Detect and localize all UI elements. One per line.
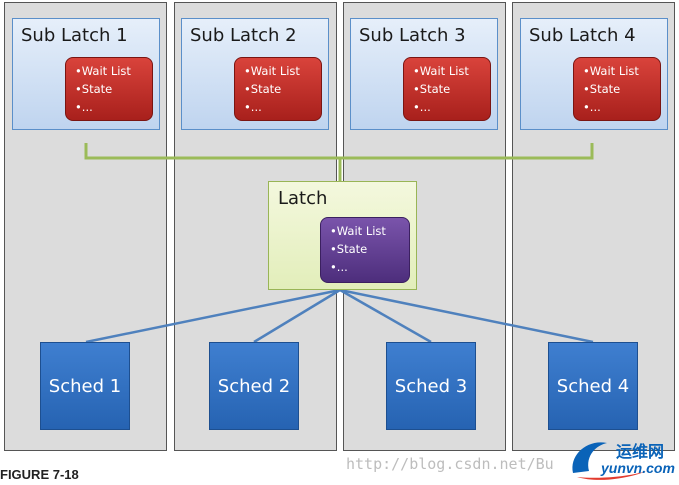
sched-box-1: Sched 1 — [40, 342, 130, 430]
detail-item: •State — [75, 82, 113, 96]
detail-item: •... — [413, 100, 431, 114]
detail-item: •State — [583, 82, 621, 96]
detail-item: •... — [244, 100, 262, 114]
sub-latch-detail-box: •Wait List •State •... — [65, 57, 153, 121]
sub-latch-3: Sub Latch 3 •Wait List •State •... — [350, 18, 498, 130]
sub-latch-detail-box: •Wait List •State •... — [234, 57, 322, 121]
logo-swoosh-icon — [572, 442, 647, 480]
detail-item: •State — [413, 82, 451, 96]
latch-box: Latch •Wait List •State •... — [268, 181, 417, 290]
detail-item: •... — [583, 100, 601, 114]
sub-latch-title: Sub Latch 2 — [190, 25, 297, 46]
latch-title: Latch — [278, 188, 328, 209]
sub-latch-title: Sub Latch 4 — [529, 25, 636, 46]
detail-item: •Wait List — [583, 64, 639, 78]
sched-box-4: Sched 4 — [548, 342, 638, 430]
sub-latch-detail-box: •Wait List •State •... — [403, 57, 491, 121]
logo-text-en: yunvn.com — [601, 460, 675, 476]
watermark-url: http://blog.csdn.net/Bu — [346, 455, 554, 473]
detail-item: •Wait List — [75, 64, 131, 78]
sub-latch-2: Sub Latch 2 •Wait List •State •... — [181, 18, 329, 130]
sched-box-2: Sched 2 — [209, 342, 299, 430]
detail-item: •Wait List — [413, 64, 469, 78]
sub-latch-title: Sub Latch 3 — [359, 25, 466, 46]
sub-latch-title: Sub Latch 1 — [21, 25, 128, 46]
detail-item: •Wait List — [330, 224, 386, 238]
detail-item: •... — [330, 260, 348, 274]
detail-item: •Wait List — [244, 64, 300, 78]
sub-latch-4: Sub Latch 4 •Wait List •State •... — [520, 18, 668, 130]
sched-box-3: Sched 3 — [386, 342, 476, 430]
detail-item: •State — [244, 82, 282, 96]
sub-latch-detail-box: •Wait List •State •... — [573, 57, 661, 121]
detail-item: •State — [330, 242, 368, 256]
latch-detail-box: •Wait List •State •... — [320, 217, 410, 283]
figure-caption: FIGURE 7-18 — [0, 467, 79, 482]
detail-item: •... — [75, 100, 93, 114]
sub-latch-1: Sub Latch 1 •Wait List •State •... — [12, 18, 160, 130]
logo-text-cn: 运维网 — [616, 442, 665, 461]
site-logo: 运维网 yunvn.com — [567, 433, 677, 483]
